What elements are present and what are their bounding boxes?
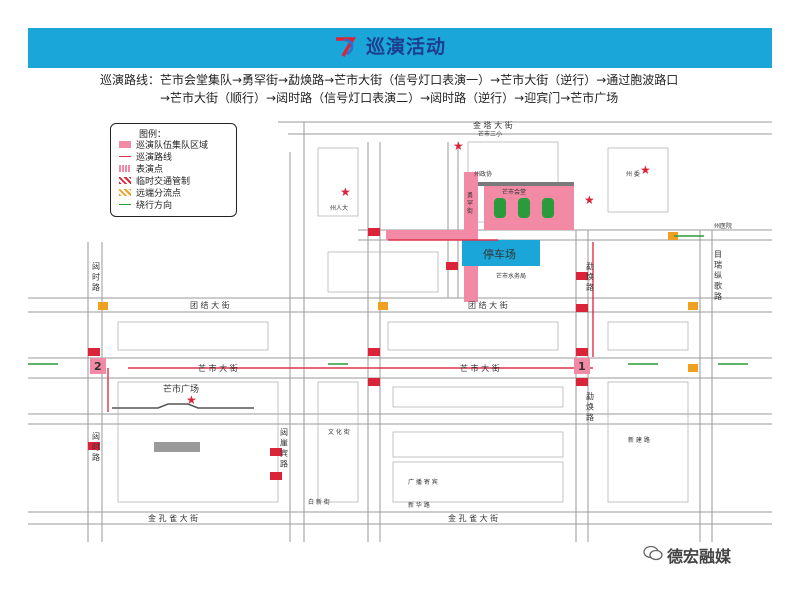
- assembly-columns: [494, 198, 554, 218]
- wechat-icon: [643, 545, 663, 561]
- plaza-building: [154, 442, 200, 452]
- traffic-control-points: [88, 228, 588, 480]
- legend-title: 图例：: [139, 130, 167, 140]
- route-segment-west: [386, 230, 466, 240]
- renda-label: 州人大: [330, 204, 348, 212]
- tuanwei-label: 州 委: [626, 170, 640, 178]
- landmark-stars: ★ ★ ★ ★ ★: [186, 139, 651, 407]
- street-label-tashi-low: 闼 时 路: [92, 432, 101, 461]
- svg-text:★: ★: [186, 393, 197, 407]
- wenhua-label: 文 化 街: [328, 428, 350, 436]
- svg-text:★: ★: [584, 193, 595, 207]
- guangbo-label: 广 播 寄 宾: [408, 478, 438, 486]
- route-description-line-1: 巡演路线：芒市会堂集队→勇罕街→勐焕路→芒市大街（信号灯口表演一）→芒市大街（逆…: [100, 73, 679, 87]
- legend-item-detour: 绕行方向: [119, 199, 172, 211]
- zhengxie-label: 州政协: [474, 170, 492, 178]
- xinjian-label: 新 建 路: [628, 436, 650, 444]
- street-label-mangshi-left: 芒 市 大 街: [198, 363, 238, 373]
- detour-arrows: [28, 235, 748, 365]
- legend-item-performance: 表演点: [119, 163, 163, 175]
- page-title: 巡演活动: [366, 36, 447, 58]
- baihua-label: 白 新 街: [308, 498, 330, 506]
- legend-item-assembly: 巡演队伍集队区域: [119, 139, 208, 151]
- event-logo-icon: [336, 37, 357, 57]
- plaza-label: 芒市广场: [163, 383, 199, 395]
- grid-swatch-icon: [119, 165, 131, 172]
- legend-item-route: 巡演路线: [119, 151, 172, 163]
- legend-item-diversion: 远端分流点: [119, 187, 181, 199]
- svg-text:★: ★: [453, 139, 464, 153]
- street-label-jinkongque-right: 金 孔 雀 大 街: [448, 513, 498, 523]
- route-map: 停车场 1: [28, 120, 772, 542]
- legend-item-traffic-control: 临时交通管制: [119, 175, 190, 187]
- brand-name: 德宏融媒: [667, 547, 732, 566]
- svg-text:★: ★: [640, 163, 651, 177]
- red-arrow-icon: [119, 153, 131, 160]
- street-label-jinta: 金 塔 大 街: [473, 120, 513, 130]
- route-segment-yonghan: [464, 172, 478, 302]
- shuiwu-label: 芒市水务局: [496, 272, 526, 280]
- parking-lot: [462, 240, 540, 266]
- svg-text:★: ★: [340, 185, 351, 199]
- street-label-mengjiu-low: 勐 焕 路: [586, 391, 595, 421]
- street-label-mangshi-right: 芒 市 大 街: [460, 363, 500, 373]
- red-hatch-swatch-icon: [119, 177, 131, 184]
- performance-point-2: [90, 358, 106, 374]
- parking-label: 停车场: [483, 247, 516, 261]
- xinhua-label: 新 华 路: [408, 501, 430, 509]
- pink-area-swatch-icon: [119, 141, 131, 148]
- green-arrow-icon: [119, 201, 131, 208]
- street-label-tuanjie-left: 团 结 大 街: [190, 300, 230, 310]
- marker-label-2: 2: [94, 360, 102, 373]
- plaza-stage: [112, 403, 254, 409]
- diversion-points: [98, 232, 698, 372]
- parade-route-lines: [107, 239, 594, 412]
- title-banner: [28, 28, 772, 68]
- huitang-building: [478, 182, 574, 186]
- street-label-yingbin: 闼 崖 宾 路: [280, 428, 289, 468]
- street-label-tashi: 闼 时 路: [92, 262, 101, 291]
- route-description-line-2: →芒市大街（顺行）→闼时路（信号灯口表演二）→闼时路（逆行）→迎宾门→芒市广场: [160, 91, 619, 105]
- performance-point-1: [574, 358, 590, 374]
- huitang-label: 芒市会堂: [502, 188, 526, 196]
- street-label-tuanjie-right: 团 结 大 街: [468, 300, 508, 310]
- map-legend: 图例： 巡演队伍集队区域 巡演路线 表演点 临时交通管制 远端分流点 绕行方向: [110, 123, 237, 217]
- street-label-yonghan: 勇 罕 街: [466, 191, 473, 215]
- yiyuan-label: 州医院: [714, 222, 732, 230]
- orange-hatch-swatch-icon: [119, 189, 131, 196]
- marker-label-1: 1: [578, 360, 586, 373]
- street-label-mengjiu: 勐 焕 路: [586, 261, 595, 291]
- sanxiao-label: 芒市三小: [478, 130, 502, 138]
- street-label-jinkongque: 金 孔 雀 大 街: [148, 513, 198, 523]
- street-label-mubanan: 目 瑞 纵 歌 路: [714, 250, 723, 300]
